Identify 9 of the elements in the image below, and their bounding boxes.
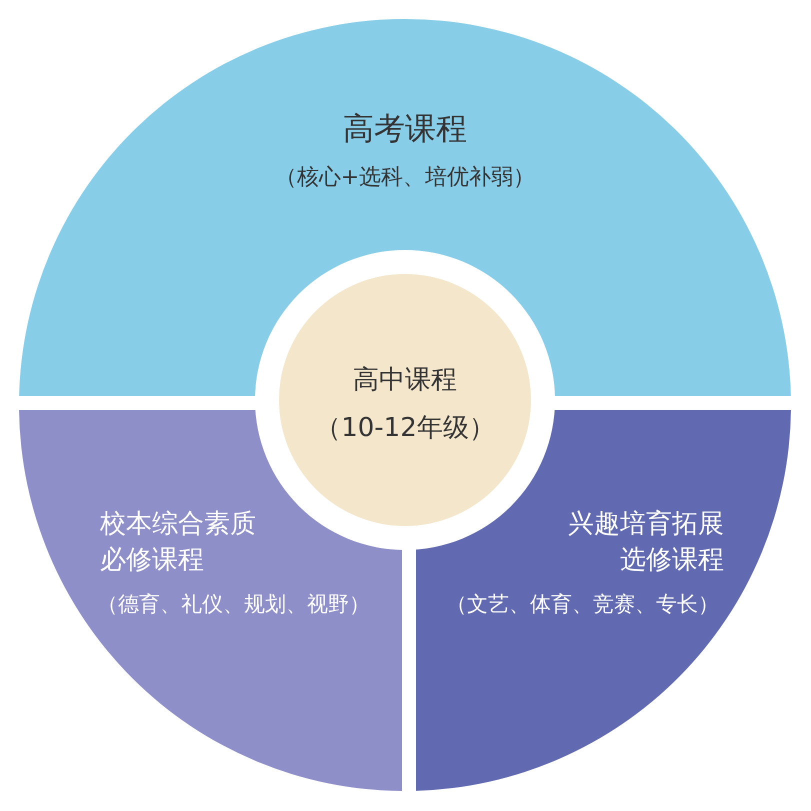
center-heading: 高中课程 — [353, 364, 457, 397]
segment-subtitle: （文艺、体育、竞赛、专长） — [446, 591, 719, 618]
center-subtitle: （10-12年级） — [315, 412, 495, 445]
segment-heading: 高考课程 — [343, 110, 467, 149]
semicircle-segment — [18, 18, 793, 398]
segment-subtitle: （核心+选科、培优补弱） — [274, 164, 536, 192]
segment-heading: 校本综合素质必修课程 — [100, 508, 257, 578]
segment-subtitle: （德育、礼仪、规划、视野） — [97, 591, 370, 618]
segment-heading: 兴趣培育拓展选修课程 — [567, 508, 724, 578]
